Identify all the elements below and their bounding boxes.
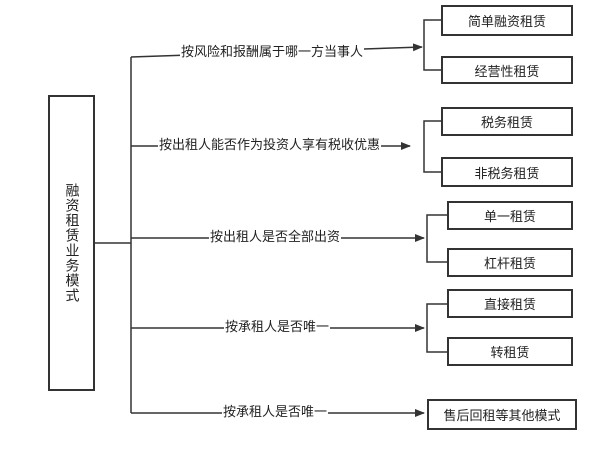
leaf-node: 杠杆租赁	[447, 248, 573, 277]
leaf-node: 经营性租赁	[441, 56, 573, 84]
leaf-node: 税务租赁	[441, 107, 573, 136]
leaf-node: 售后回租等其他模式	[427, 399, 577, 430]
branch-label-5: 按承租人是否唯一	[222, 405, 329, 421]
leaf-node: 非税务租赁	[441, 157, 573, 187]
bracket-1	[423, 19, 441, 71]
leaf-node: 单一租赁	[447, 201, 573, 230]
branch-label-4: 按承租人是否唯一	[224, 320, 331, 336]
bracket-2	[423, 120, 441, 173]
branch-label-3: 按出租人是否全部出资	[209, 230, 342, 246]
branch-label-1: 按风险和报酬属于哪一方当事人	[180, 45, 365, 61]
leaf-node: 直接租赁	[447, 289, 573, 318]
root-node-label: 融资租赁业务模式	[63, 183, 80, 303]
bracket-4	[426, 303, 447, 353]
root-node: 融资租赁业务模式	[48, 95, 95, 391]
leaf-node: 转租赁	[447, 337, 573, 366]
leaf-node: 简单融资租赁	[441, 5, 573, 36]
bracket-3	[426, 214, 447, 263]
branch-label-2: 按出租人能否作为投资人享有税收优惠	[158, 138, 382, 154]
